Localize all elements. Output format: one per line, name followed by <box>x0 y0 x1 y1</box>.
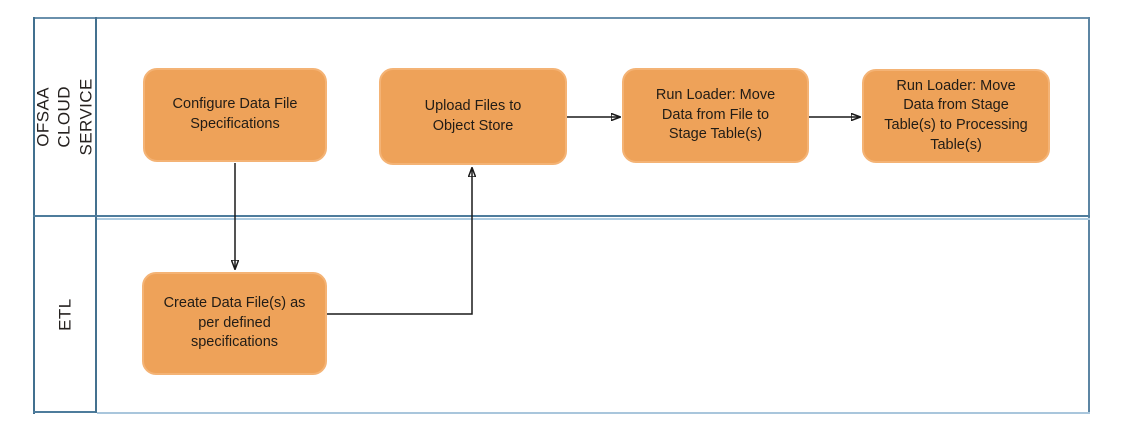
node-run-loader-file-to-stage: Run Loader: Move Data from File to Stage… <box>622 68 809 163</box>
node-label: Create Data File(s) as per defined speci… <box>163 295 306 351</box>
node-label: Run Loader: Move Data from File to Stage… <box>655 87 776 143</box>
node-label: Run Loader: Move Data from Stage Table(s… <box>884 77 1028 153</box>
node-configure-data-file-specifications: Configure Data File Specifications <box>143 68 327 162</box>
node-label: Configure Data File Specifications <box>172 96 298 132</box>
node-create-data-files: Create Data File(s) as per defined speci… <box>142 272 327 375</box>
frame-bottom-border-content <box>97 412 1090 414</box>
frame-top-border <box>33 17 1090 19</box>
node-label: Upload Files to Object Store <box>424 97 522 134</box>
arrow-create-to-upload <box>327 168 472 315</box>
node-upload-files-to-object-store: Upload Files to Object Store <box>379 68 567 165</box>
frame-bottom-border-label-column <box>33 411 97 413</box>
lane-divider <box>33 215 1090 217</box>
node-run-loader-stage-to-processing: Run Loader: Move Data from Stage Table(s… <box>862 69 1050 163</box>
lane-divider-highlight <box>97 218 1090 220</box>
